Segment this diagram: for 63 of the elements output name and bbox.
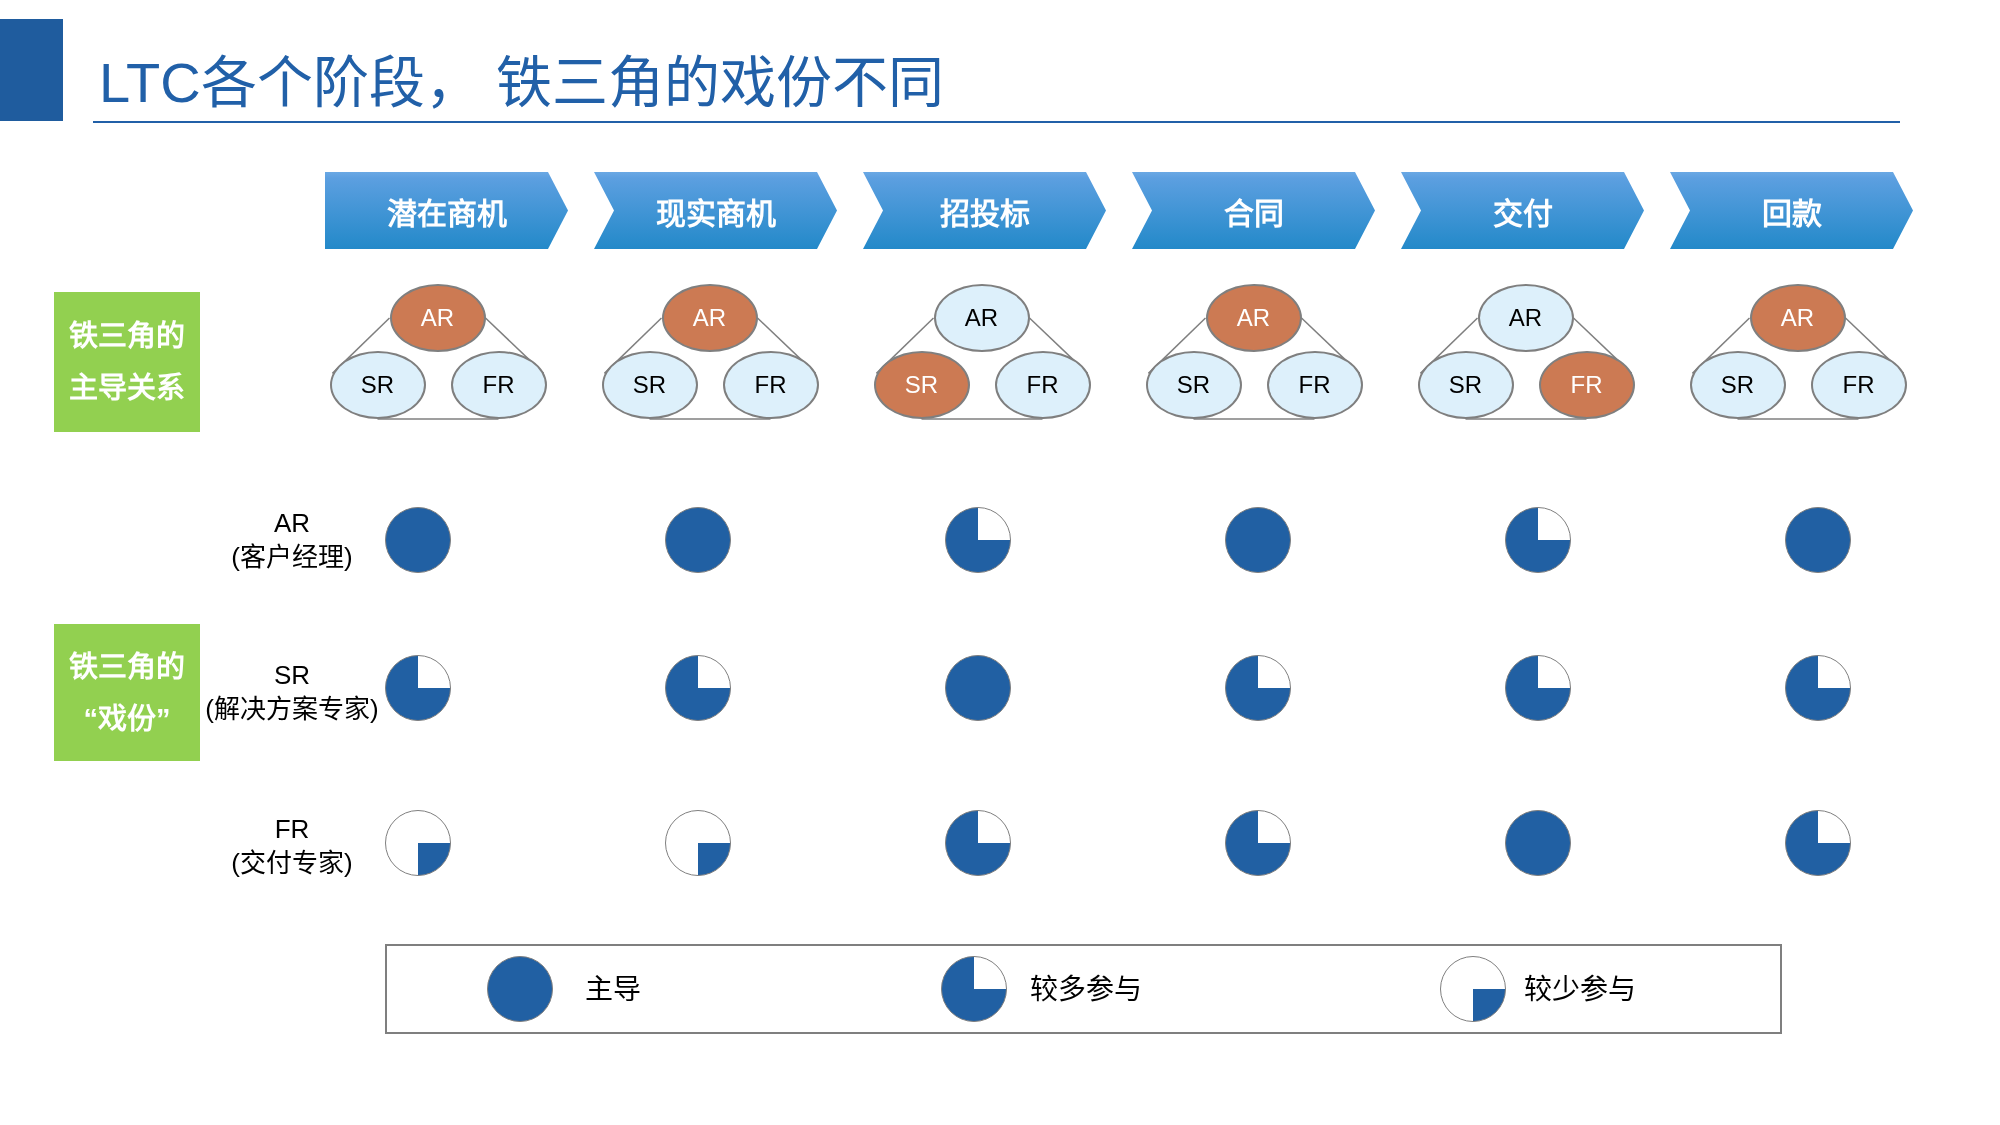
three-quarter-pie-icon [1505,655,1571,721]
role-ellipse: AR [1205,284,1302,352]
role-ellipse: FR [1538,351,1635,419]
legend-label: 较多参与 [1030,973,1142,1007]
three-quarter-pie-icon [1785,810,1851,876]
connector-line [1147,317,1207,375]
filled-circle-icon [665,507,731,573]
process-step: 潜在商机 [325,172,568,249]
role-ellipse: AR [1749,284,1846,352]
role-ellipse: SR [873,351,970,419]
filled-circle-icon [385,507,451,573]
quarter-pie-icon [665,810,731,876]
role-ellipse: SR [329,351,426,419]
connector-line [1192,418,1316,420]
role-ellipse: AR [933,284,1030,352]
process-step: 现实商机 [594,172,837,249]
role-ellipse: FR [994,351,1091,419]
process-step: 招投标 [863,172,1106,249]
three-quarter-pie-icon [385,655,451,721]
connector-line [1464,418,1588,420]
connector-line [920,418,1044,420]
connector-line [603,317,663,375]
connector-line [1419,317,1479,375]
filled-circle-icon [1505,810,1571,876]
three-quarter-pie-icon [1225,655,1291,721]
role-ellipse: SR [1145,351,1242,419]
section-header: 铁三角的主导关系 [54,292,200,432]
process-step: 交付 [1401,172,1644,249]
filled-circle-icon [1785,507,1851,573]
section-header: 铁三角的“戏份” [54,624,200,761]
role-ellipse: FR [1810,351,1907,419]
row-label: FR (交付专家) [231,813,353,880]
role-ellipse: FR [450,351,547,419]
three-quarter-pie-icon [1225,810,1291,876]
role-ellipse: SR [601,351,698,419]
process-step: 回款 [1670,172,1913,249]
page-title: LTC各个阶段， 铁三角的戏份不同 [99,53,945,113]
role-ellipse: SR [1417,351,1514,419]
row-label: AR (客户经理) [231,507,353,574]
legend-label: 较少参与 [1524,973,1636,1007]
role-ellipse: FR [722,351,819,419]
connector-line [1736,418,1860,420]
role-ellipse: AR [1477,284,1574,352]
connector-line [376,418,500,420]
legend-label: 主导 [585,973,641,1007]
three-quarter-pie-icon [1505,507,1571,573]
quarter-pie-icon [385,810,451,876]
connector-line [1691,317,1751,375]
three-quarter-pie-icon [1785,655,1851,721]
role-ellipse: AR [389,284,486,352]
three-quarter-pie-icon [665,655,731,721]
role-ellipse: FR [1266,351,1363,419]
connector-line [875,317,935,375]
row-label: SR (解决方案专家) [205,659,379,726]
role-ellipse: SR [1689,351,1786,419]
filled-circle-icon [1225,507,1291,573]
role-ellipse: AR [661,284,758,352]
process-step: 合同 [1132,172,1375,249]
connector-line [331,317,391,375]
three-quarter-pie-icon [945,507,1011,573]
three-quarter-pie-icon [945,810,1011,876]
connector-line [648,418,772,420]
filled-circle-icon [945,655,1011,721]
